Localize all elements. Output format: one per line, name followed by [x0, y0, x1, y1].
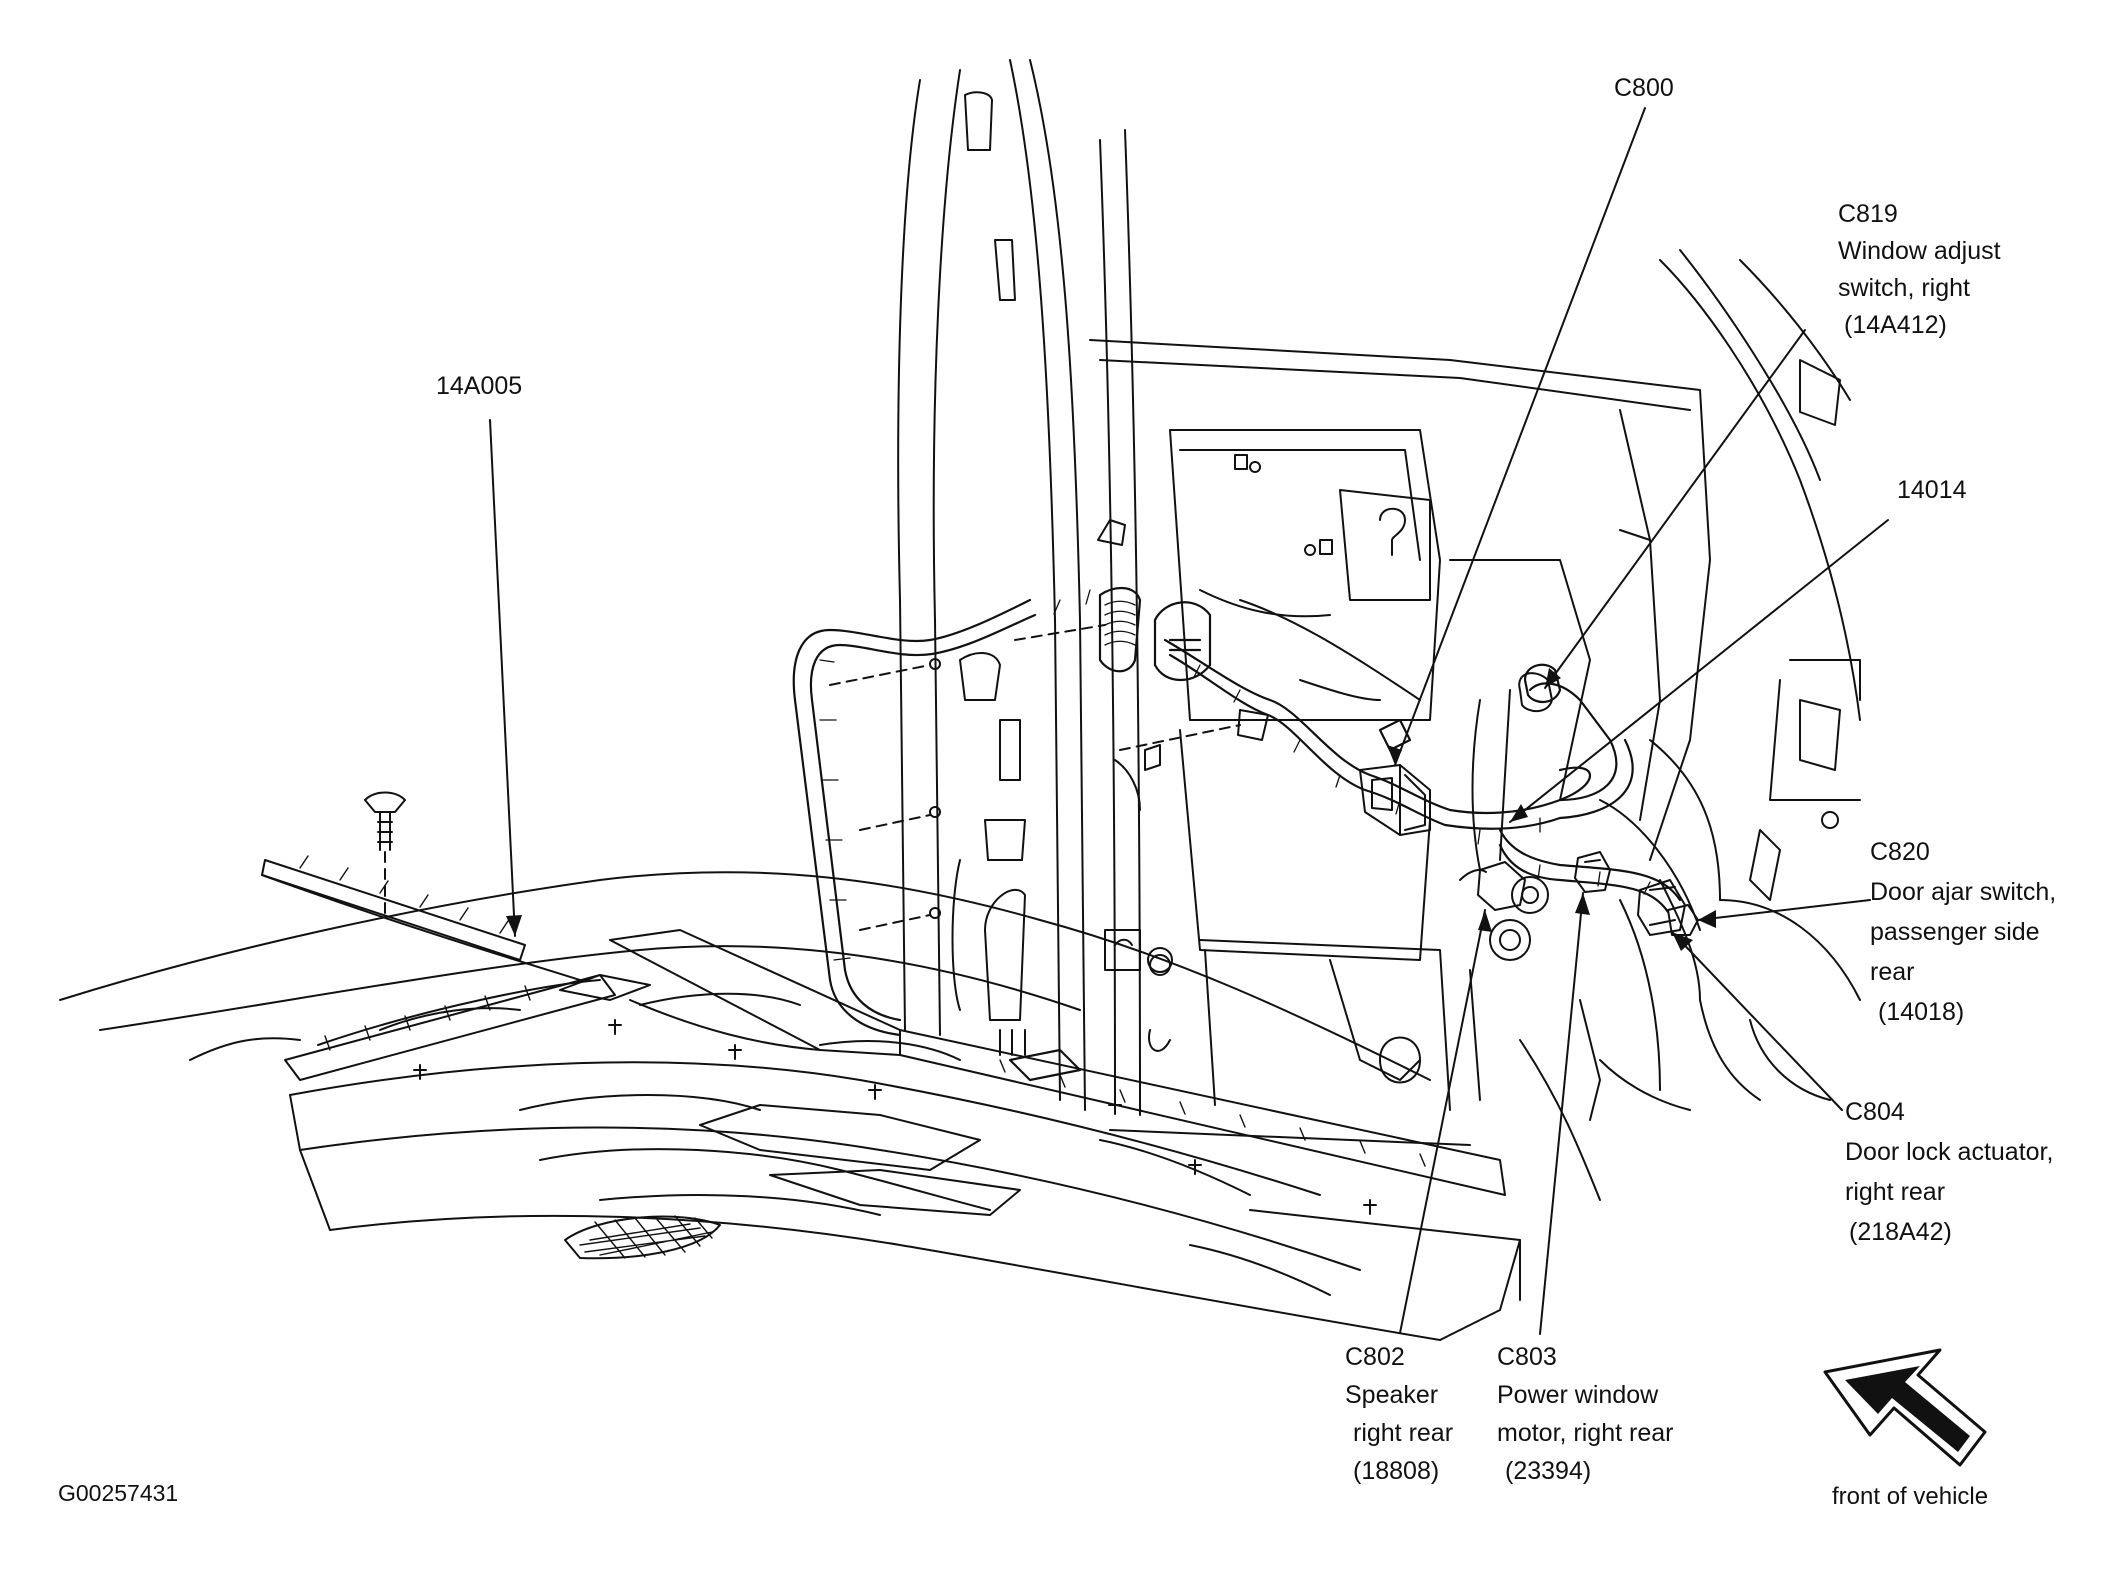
callout-c819-line-3: (14A412): [1844, 311, 1947, 339]
connector-c804: [1637, 879, 1686, 936]
connector-c819: [1518, 672, 1553, 713]
callout-c802: C802 Speaker right rear (18808): [1345, 1338, 1453, 1490]
callout-c820-code: C820: [1870, 838, 1930, 866]
callout-c819-line-2: switch, right: [1838, 274, 1970, 302]
callout-c800: C800: [1614, 70, 1674, 107]
rear-body-structure: [1579, 249, 1861, 1121]
connector-c820: [1667, 904, 1699, 936]
connector-c802: [1459, 861, 1549, 914]
callout-14014-code: 14014: [1897, 476, 1967, 504]
callout-c804-line-2: right rear: [1845, 1178, 1946, 1206]
callout-c820-line-2: passenger side: [1870, 918, 2040, 946]
callout-c803-line-3: (23394): [1505, 1457, 1592, 1485]
floor-pan: [59, 871, 1521, 1341]
callout-c819-code: C819: [1838, 200, 1898, 228]
callout-c803-line-2: motor, right rear: [1497, 1419, 1674, 1447]
harness-14a005: [261, 791, 1506, 1196]
callout-c804-line-3: (218A42): [1849, 1218, 1952, 1246]
callout-14a005-code: 14A005: [436, 372, 523, 400]
rear-door-panel: [1089, 339, 1711, 1201]
callout-c802-line-1: Speaker: [1345, 1381, 1439, 1409]
leader-lines: [489, 107, 1889, 1335]
callout-c802-line-2: right rear: [1353, 1419, 1454, 1447]
callout-c820: C820 Door ajar switch, passenger side re…: [1870, 832, 2056, 1032]
callout-c803: C803 Power window motor, right rear (233…: [1497, 1338, 1673, 1490]
callout-c802-line-3: (18808): [1353, 1457, 1440, 1485]
b-pillar: [897, 59, 1173, 1116]
callout-c804-line-1: Door lock actuator,: [1845, 1138, 2054, 1166]
callout-14a005: 14A005: [436, 368, 522, 405]
callout-c819: C819 Window adjust switch, right (14A412…: [1838, 196, 2001, 344]
connector-c800: [1359, 764, 1431, 836]
leader-arrowheads: [506, 668, 1716, 951]
callout-c800-code: C800: [1614, 74, 1674, 102]
callout-c819-line-1: Window adjust: [1838, 237, 2001, 265]
callout-c804-code: C804: [1845, 1098, 1905, 1126]
callout-14014: 14014: [1897, 472, 1967, 509]
front-of-vehicle-arrow-icon: [1823, 1348, 1987, 1467]
callout-c820-line-4: (14018): [1878, 998, 1965, 1026]
connector-c803: [1574, 851, 1611, 893]
callout-c804: C804 Door lock actuator, right rear (218…: [1845, 1092, 2053, 1252]
callout-c820-line-1: Door ajar switch,: [1870, 878, 2057, 906]
harness-clips: [829, 624, 1269, 931]
front-of-vehicle-label: front of vehicle: [1832, 1483, 1989, 1510]
callout-c803-line-1: Power window: [1497, 1381, 1659, 1409]
figure-id: G00257431: [58, 1480, 179, 1506]
door-harness-14014: [792, 587, 1682, 1082]
callout-c820-line-3: rear: [1870, 958, 1915, 986]
callout-c803-code: C803: [1497, 1343, 1557, 1371]
callout-c802-code: C802: [1345, 1343, 1405, 1371]
